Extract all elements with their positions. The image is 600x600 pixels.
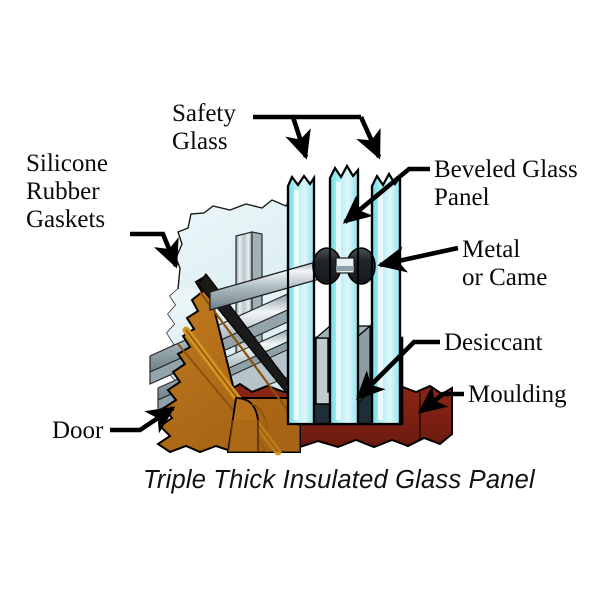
label-silicone-line3: Gaskets xyxy=(26,206,106,233)
leader-safety-glass-right xyxy=(356,116,382,160)
diagram-caption: Triple Thick Insulated Glass Panel xyxy=(143,466,535,494)
label-metal-line1: Metal xyxy=(462,236,521,263)
leader-moulding xyxy=(417,385,464,414)
leader-desiccant xyxy=(356,339,440,400)
label-silicone-line2: Rubber xyxy=(26,178,100,205)
label-beveled-line1: Beveled Glass xyxy=(434,156,578,183)
label-desiccant: Desiccant xyxy=(444,329,543,356)
label-beveled-line2: Panel xyxy=(434,184,490,211)
metal-came-fitting xyxy=(209,247,376,311)
door-wood-section xyxy=(156,273,303,456)
leader-door xyxy=(110,406,176,434)
label-metal-line2: or Came xyxy=(462,264,548,291)
leader-metal-came xyxy=(377,245,459,273)
label-safety-glass-line2: Glass xyxy=(172,128,228,155)
leader-safety-glass-left xyxy=(285,116,311,160)
label-silicone-line1: Silicone xyxy=(26,150,108,177)
label-safety-glass-line1: Safety xyxy=(172,100,236,127)
leader-beveled-glass xyxy=(342,166,430,224)
label-moulding: Moulding xyxy=(468,381,567,408)
leader-silicone-gaskets xyxy=(130,231,179,269)
leader-lines xyxy=(110,114,464,434)
label-door: Door xyxy=(52,417,104,444)
glass-panes-cross-section xyxy=(286,163,402,426)
